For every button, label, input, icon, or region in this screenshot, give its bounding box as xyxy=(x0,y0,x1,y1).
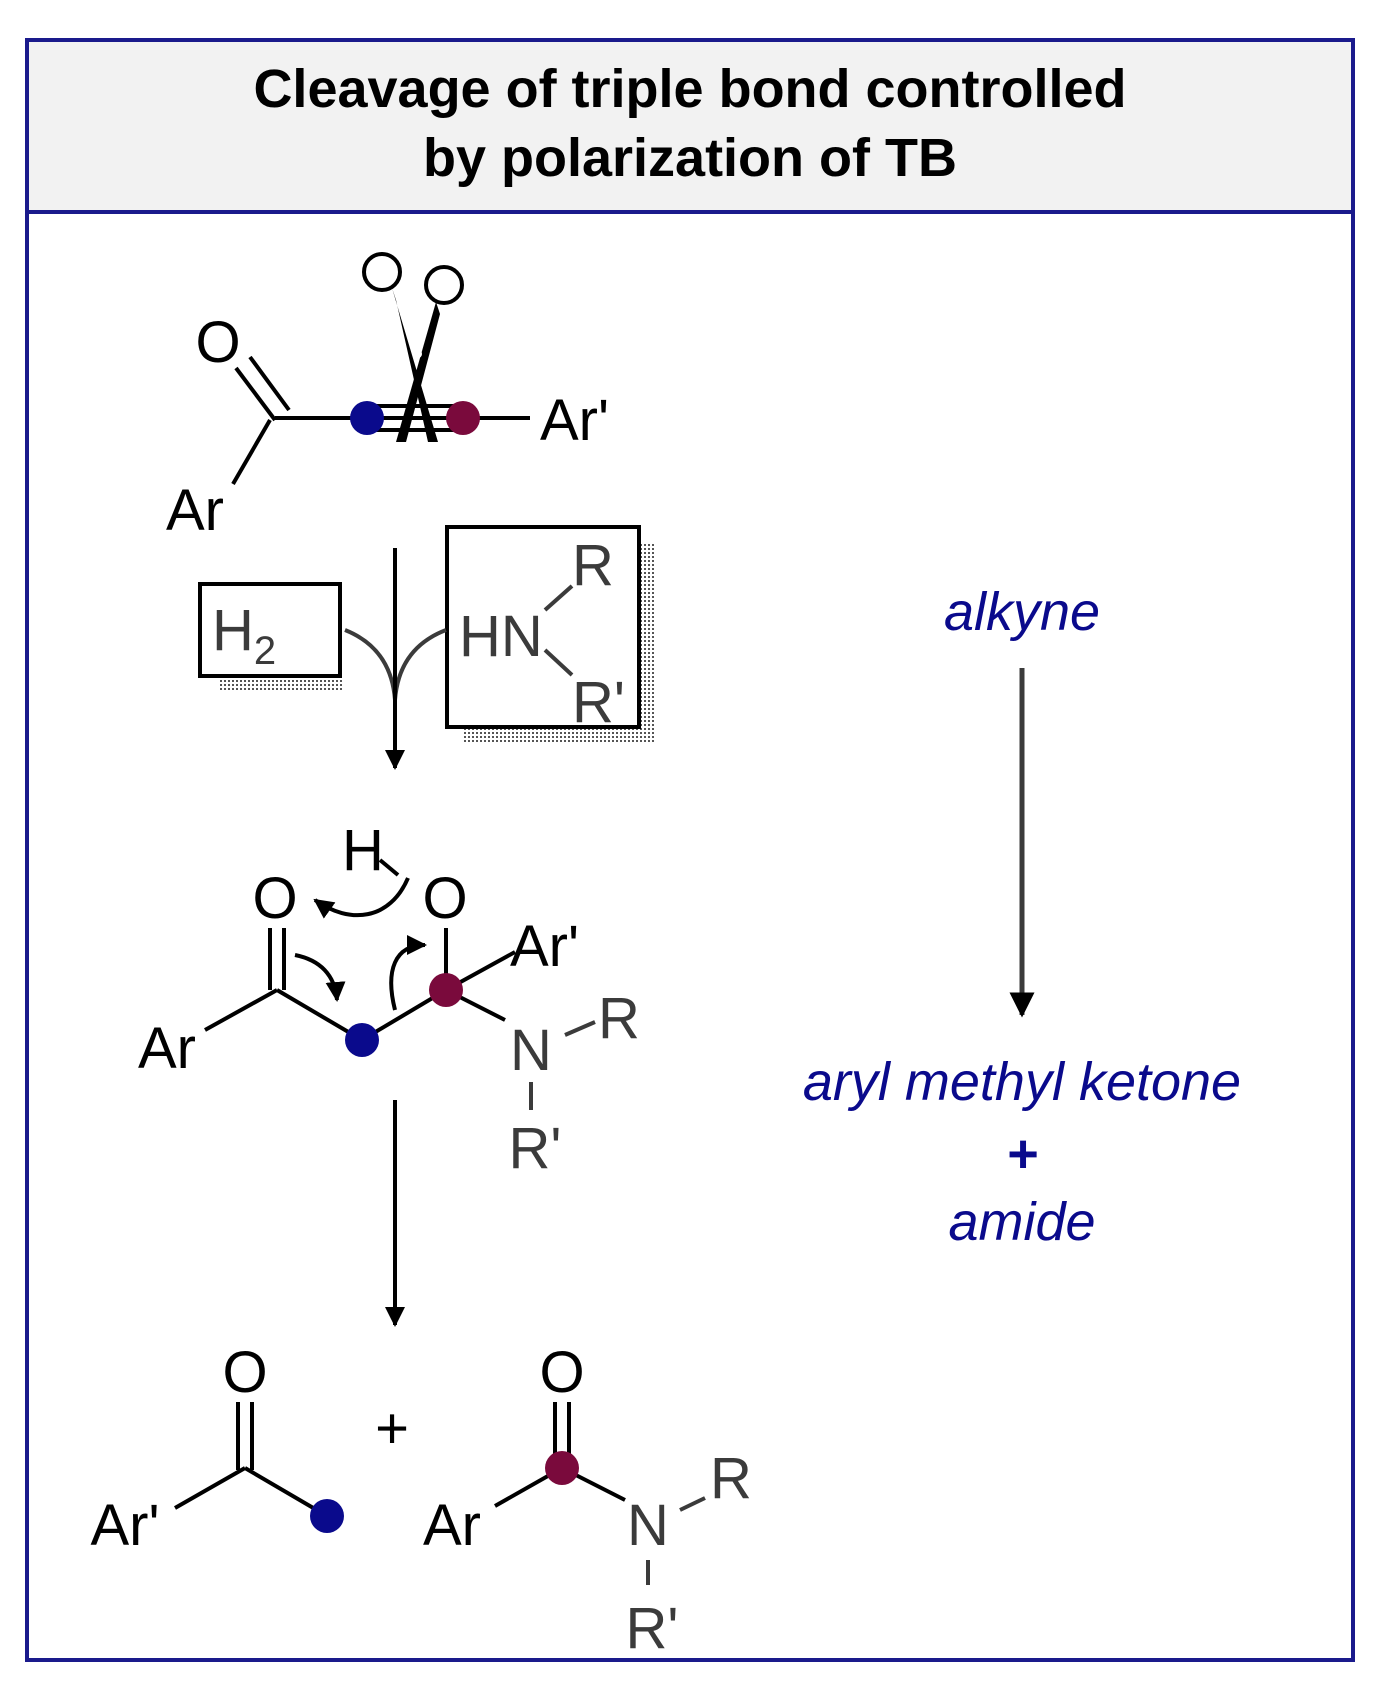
amine-r-label: R xyxy=(572,533,614,598)
red-alkyne-carbon xyxy=(446,401,480,435)
product1-oxygen-label: O xyxy=(222,1340,267,1405)
intermediate-blue-carbon xyxy=(345,1023,379,1057)
title-line-2: by polarization of TB xyxy=(423,128,957,188)
amine-hn-label: HN xyxy=(459,604,543,669)
product-aryl-methyl-ketone: O Ar' xyxy=(90,1340,344,1558)
product2-ar-label: Ar xyxy=(423,1493,481,1558)
intermediate-n-label: N xyxy=(510,1018,552,1083)
scissors-icon xyxy=(362,252,464,442)
intermediate-red-carbon xyxy=(429,973,463,1007)
ynone-ar-prime-label: Ar' xyxy=(540,388,609,453)
product1-ar-prime-label: Ar' xyxy=(90,1493,159,1558)
tetrahedral-intermediate: H O O Ar Ar' N R R' xyxy=(138,818,640,1181)
amine-reagent-box: HN R R' xyxy=(445,525,655,742)
ynone-ar-label: Ar xyxy=(166,478,224,543)
svg-text:H2: H2 xyxy=(212,598,276,673)
summary-plus: + xyxy=(1006,1124,1038,1184)
blue-alkyne-carbon xyxy=(350,401,384,435)
title-line-1: Cleavage of triple bond controlled xyxy=(253,59,1126,119)
product2-n-label: N xyxy=(627,1493,669,1558)
product1-blue-carbon xyxy=(310,1499,344,1533)
summary-aryl-methyl-ketone: aryl methyl ketone xyxy=(803,1052,1241,1112)
product2-r-label: R xyxy=(710,1446,752,1511)
h2-reagent-box: H2 xyxy=(198,582,343,692)
ynone-oxygen-label: O xyxy=(195,310,240,375)
product2-red-carbon xyxy=(545,1451,579,1485)
starting-ynone: O Ar Ar' xyxy=(166,310,609,543)
h2-subscript: 2 xyxy=(254,629,276,673)
intermediate-ar-prime-label: Ar' xyxy=(510,914,579,979)
product2-oxygen-label: O xyxy=(539,1340,584,1405)
outer-frame xyxy=(25,38,1355,1662)
summary-alkyne: alkyne xyxy=(944,582,1100,642)
summary-column: alkyne aryl methyl ketone + amide xyxy=(803,582,1241,1252)
h2-h-label: H xyxy=(212,598,254,663)
intermediate-r-prime-label: R' xyxy=(509,1116,562,1181)
title-band xyxy=(25,38,1355,214)
intermediate-r-label: R xyxy=(598,986,640,1051)
intermediate-ar-label: Ar xyxy=(138,1016,196,1081)
summary-amide: amide xyxy=(948,1192,1095,1252)
product-amide: O Ar N R R' xyxy=(423,1340,752,1661)
intermediate-ketone-oxygen-label: O xyxy=(252,866,297,931)
intermediate-h-label: H xyxy=(342,818,384,883)
intermediate-oh-oxygen-label: O xyxy=(422,866,467,931)
amine-r-prime-label: R' xyxy=(572,670,625,735)
product2-r-prime-label: R' xyxy=(626,1596,679,1661)
products-plus: + xyxy=(375,1396,409,1461)
